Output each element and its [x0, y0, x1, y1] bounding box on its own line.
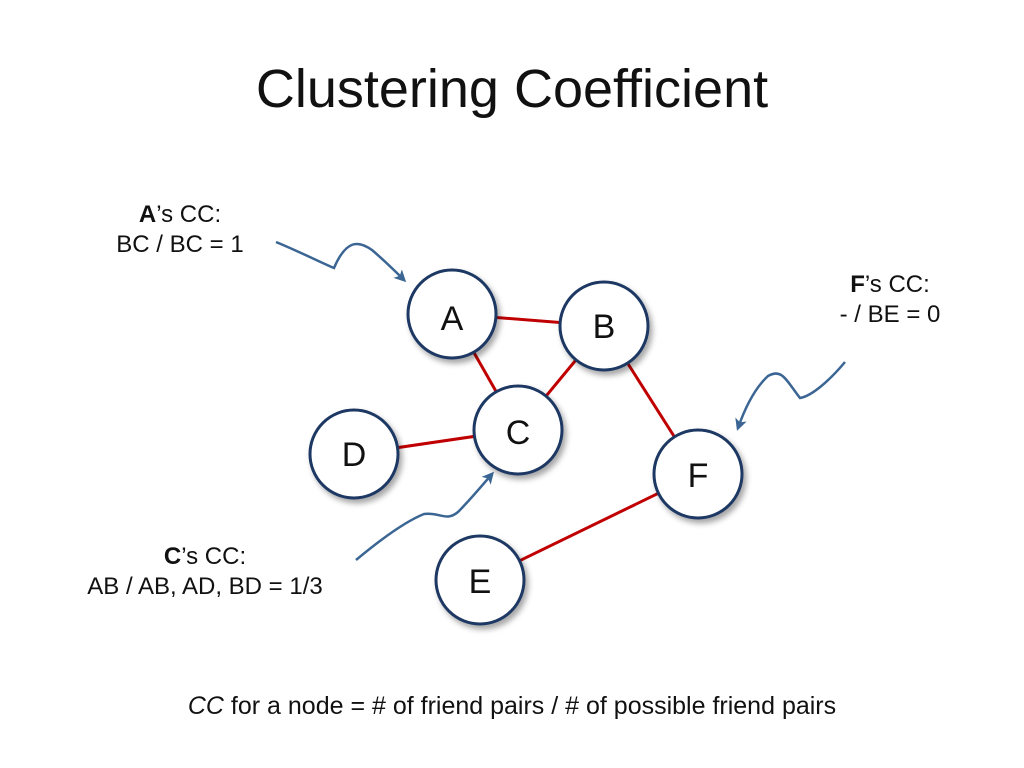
node-e-circle — [434, 534, 526, 626]
annotation-a-heading: A’s CC: — [80, 200, 280, 230]
node-a: A — [406, 268, 498, 360]
node-b: B — [558, 280, 650, 372]
node-b-circle — [558, 280, 650, 372]
node-f: F — [652, 428, 744, 520]
node-d: D — [308, 408, 400, 500]
annotation-f-heading: F’s CC: — [790, 270, 990, 300]
footer-text: for a node = # of friend pairs / # of po… — [223, 692, 837, 720]
footer-term: CC — [187, 692, 224, 720]
node-a-label: A — [441, 300, 464, 338]
annotation-f-node: F — [850, 271, 865, 298]
arrow-to-a — [275, 240, 407, 283]
annotation-c-formula: AB / AB, AD, BD = 1/3 — [87, 573, 323, 600]
annotation-c-heading: C’s CC: — [40, 542, 370, 572]
node-e-label: E — [469, 563, 492, 601]
arrow-to-c — [355, 471, 494, 561]
slide-title: Clustering Coefficient — [255, 59, 769, 119]
annotation-f: F’s CC: - / BE = 0 — [790, 270, 990, 330]
arrow-to-f — [735, 361, 846, 431]
annotation-a: A’s CC: BC / BC = 1 — [80, 200, 280, 260]
annotation-a-suffix: ’s CC: — [156, 201, 222, 228]
node-b-label: B — [593, 308, 616, 346]
annotation-f-suffix: ’s CC: — [864, 271, 930, 298]
node-c-label: C — [506, 414, 531, 452]
node-f-circle — [652, 428, 744, 520]
annotation-a-node: A — [138, 201, 157, 228]
node-c: C — [472, 384, 564, 476]
annotation-c: C’s CC: AB / AB, AD, BD = 1/3 — [40, 542, 370, 602]
annotation-f-formula: - / BE = 0 — [839, 301, 941, 328]
footer-definition: CC for a node = # of friend pairs / # of… — [0, 692, 1024, 721]
node-c-circle — [472, 384, 564, 476]
annotation-c-suffix: ’s CC: — [181, 543, 247, 570]
annotation-a-formula: BC / BC = 1 — [116, 231, 244, 258]
node-e: E — [434, 534, 526, 626]
node-f-label: F — [688, 457, 709, 495]
annotation-arrows — [275, 240, 846, 561]
node-d-label: D — [342, 436, 367, 474]
node-a-circle — [406, 268, 498, 360]
annotation-c-node: C — [163, 543, 182, 570]
node-d-circle — [308, 408, 400, 500]
